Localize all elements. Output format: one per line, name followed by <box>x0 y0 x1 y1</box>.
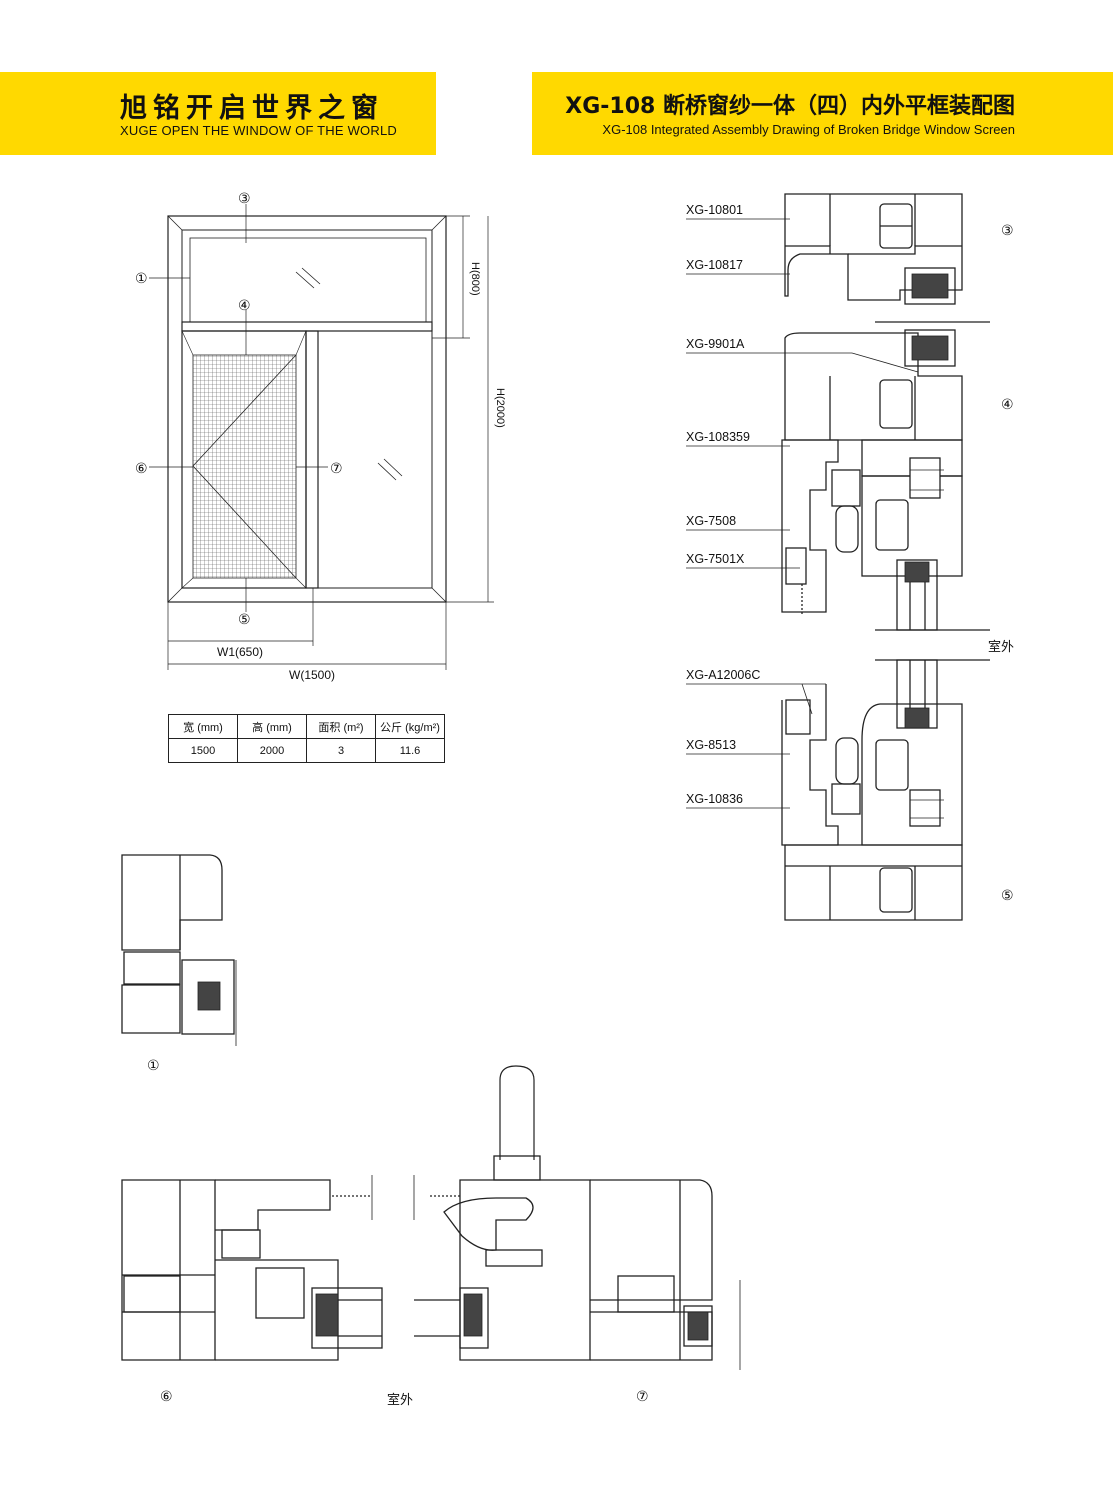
brand-title-en: XUGE OPEN THE WINDOW OF THE WORLD <box>120 123 397 138</box>
spec-table: 宽 (mm) 高 (mm) 面积 (m²) 公斤 (kg/m²) 1500 20… <box>168 714 445 763</box>
section-marker-1: ① <box>147 1057 160 1073</box>
page-title-cn: XG-108 断桥窗纱一体（四）内外平框装配图 <box>565 94 1015 119</box>
vertical-section-drawing <box>686 193 990 921</box>
header-banner-right: XG-108 断桥窗纱一体（四）内外平框装配图 XG-108 Integrate… <box>532 72 1113 155</box>
header-cell-height: 高 (mm) <box>237 714 307 739</box>
outdoor-label: 室外 <box>387 1392 414 1407</box>
part-label: XG-10801 <box>686 203 743 217</box>
part-label: XG-10817 <box>686 258 743 272</box>
header-banner-left: 旭铭开启世界之窗 XUGE OPEN THE WINDOW OF THE WOR… <box>0 72 436 155</box>
page-title-en: XG-108 Integrated Assembly Drawing of Br… <box>602 122 1015 137</box>
brand-title-cn: 旭铭开启世界之窗 <box>120 93 384 124</box>
header-cell-weight: 公斤 (kg/m²) <box>375 714 445 739</box>
spec-table-row: 1500 2000 3 11.6 <box>168 738 445 763</box>
header-cell-width: 宽 (mm) <box>168 714 238 739</box>
header-cell-area: 面积 (m²) <box>306 714 376 739</box>
marker-5: ⑤ <box>238 611 251 627</box>
outdoor-label: 室外 <box>988 639 1015 654</box>
section-marker-4: ④ <box>1001 396 1014 412</box>
part-label: XG-7508 <box>686 514 737 528</box>
part-label: XG-9901A <box>686 337 745 351</box>
cell-area: 3 <box>306 738 376 763</box>
section-marker-5: ⑤ <box>1001 887 1014 903</box>
section-marker-3: ③ <box>1001 222 1014 238</box>
cell-weight: 11.6 <box>375 738 445 763</box>
spec-table-header: 宽 (mm) 高 (mm) 面积 (m²) 公斤 (kg/m²) <box>168 714 445 739</box>
cell-height: 2000 <box>237 738 307 763</box>
horizontal-section-drawing <box>121 1065 741 1370</box>
dimension-w: W(1500) <box>289 668 336 682</box>
section-marker-7: ⑦ <box>636 1388 649 1404</box>
part-label: XG-108359 <box>686 430 750 444</box>
section-marker-6: ⑥ <box>160 1388 173 1404</box>
window-elevation <box>149 204 494 670</box>
part-label: XG-10836 <box>686 792 743 806</box>
marker-4: ④ <box>238 297 251 313</box>
marker-6: ⑥ <box>135 460 148 476</box>
dimension-h-total: H(2000) <box>494 388 506 428</box>
marker-1: ① <box>135 270 148 286</box>
marker-7: ⑦ <box>330 460 343 476</box>
part-label: XG-8513 <box>686 738 737 752</box>
dimension-h-top: H(800) <box>469 262 481 296</box>
marker-3: ③ <box>238 190 251 206</box>
cell-width: 1500 <box>168 738 238 763</box>
part-label: XG-A12006C <box>686 668 761 682</box>
side-section-drawing <box>121 854 237 1046</box>
dimension-w1: W1(650) <box>217 645 264 659</box>
part-label: XG-7501X <box>686 552 745 566</box>
